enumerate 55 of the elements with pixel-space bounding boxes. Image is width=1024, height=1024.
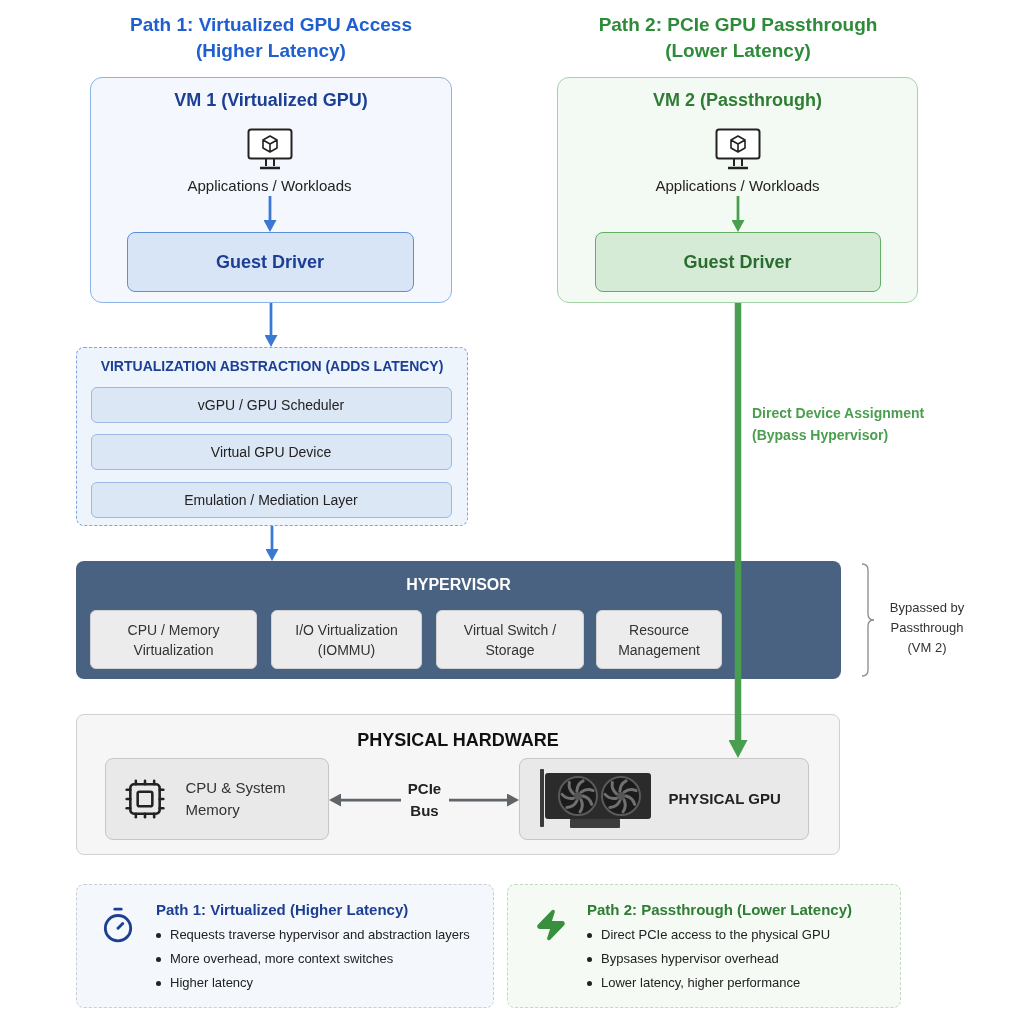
layer-label: vGPU / GPU Scheduler [197,395,345,415]
component-tile [518,757,809,840]
driver-layer [594,231,881,292]
card-heading: Path 2: Passthrough (Lower Latency) [587,900,853,920]
component-tile [596,610,722,669]
hypervisor-panel [76,561,841,679]
section-title: PHYSICAL HARDWARE [357,729,559,751]
workload-label: Applications / Workloads [655,175,820,196]
arrow [265,526,279,561]
summary-card [76,884,494,1008]
note-text: Bypassed by Passthrough (VM 2) [888,599,966,657]
bullet-text: Direct PCIe access to the physical GPU [601,926,831,944]
column-heading: Path 1: Virtualized GPU Access (Higher Latency) [130,14,412,61]
component-label: Resource Management [617,620,701,660]
component-tile [104,757,329,840]
summary-card [507,884,901,1008]
vm-panel [90,77,452,303]
bullet-text: Bypsases hypervisor overhead [601,950,779,968]
bus-label: PCIe Bus [400,777,449,822]
column-heading: Path 2: PCIe GPU Passthrough (Lower Latency) [598,14,878,61]
driver-layer [126,231,414,292]
bullet-text: More overhead, more context switches [170,950,394,968]
arrow [264,303,278,347]
component-label: Virtual Switch / Storage [462,620,558,660]
workload-label: Applications / Workloads [187,175,352,196]
section-title: VIRTUALIZATION ABSTRACTION (ADDS LATENCY) [100,357,444,375]
arrow [329,793,401,807]
component-tile [90,610,257,669]
section-title: HYPERVISOR [406,575,511,595]
driver-label: Guest Driver [215,250,324,274]
arrow [263,196,277,232]
component-tile [436,610,584,669]
bullet-text: Lower latency, higher performance [601,974,801,992]
layer-label: Virtual GPU Device [210,442,332,462]
vm-title: VM 2 (Passthrough) [653,89,822,112]
component-label: CPU / Memory Virtualization [126,620,221,660]
component-tile [271,610,422,669]
arrow [728,303,748,758]
component-label: I/O Virtualization (IOMMU) [294,620,399,660]
hardware-panel [76,714,840,855]
arrow [731,196,745,232]
component-label: CPU & System Memory [185,777,287,820]
abstraction-panel [76,347,468,526]
layer-bar [90,386,452,423]
layer-bar [90,433,452,470]
vm-panel [557,77,918,303]
card-heading: Path 1: Virtualized (Higher Latency) [156,900,409,920]
layer-bar [90,481,452,518]
vm-title: VM 1 (Virtualized GPU) [174,89,368,112]
bullet-text: Requests traverse hypervisor and abstraction layers [170,926,470,944]
bullet-text: Higher latency [170,974,254,992]
layer-label: Emulation / Mediation Layer [184,490,358,510]
driver-label: Guest Driver [683,250,792,274]
arrow [449,793,519,807]
component-label: PHYSICAL GPU [668,788,781,809]
